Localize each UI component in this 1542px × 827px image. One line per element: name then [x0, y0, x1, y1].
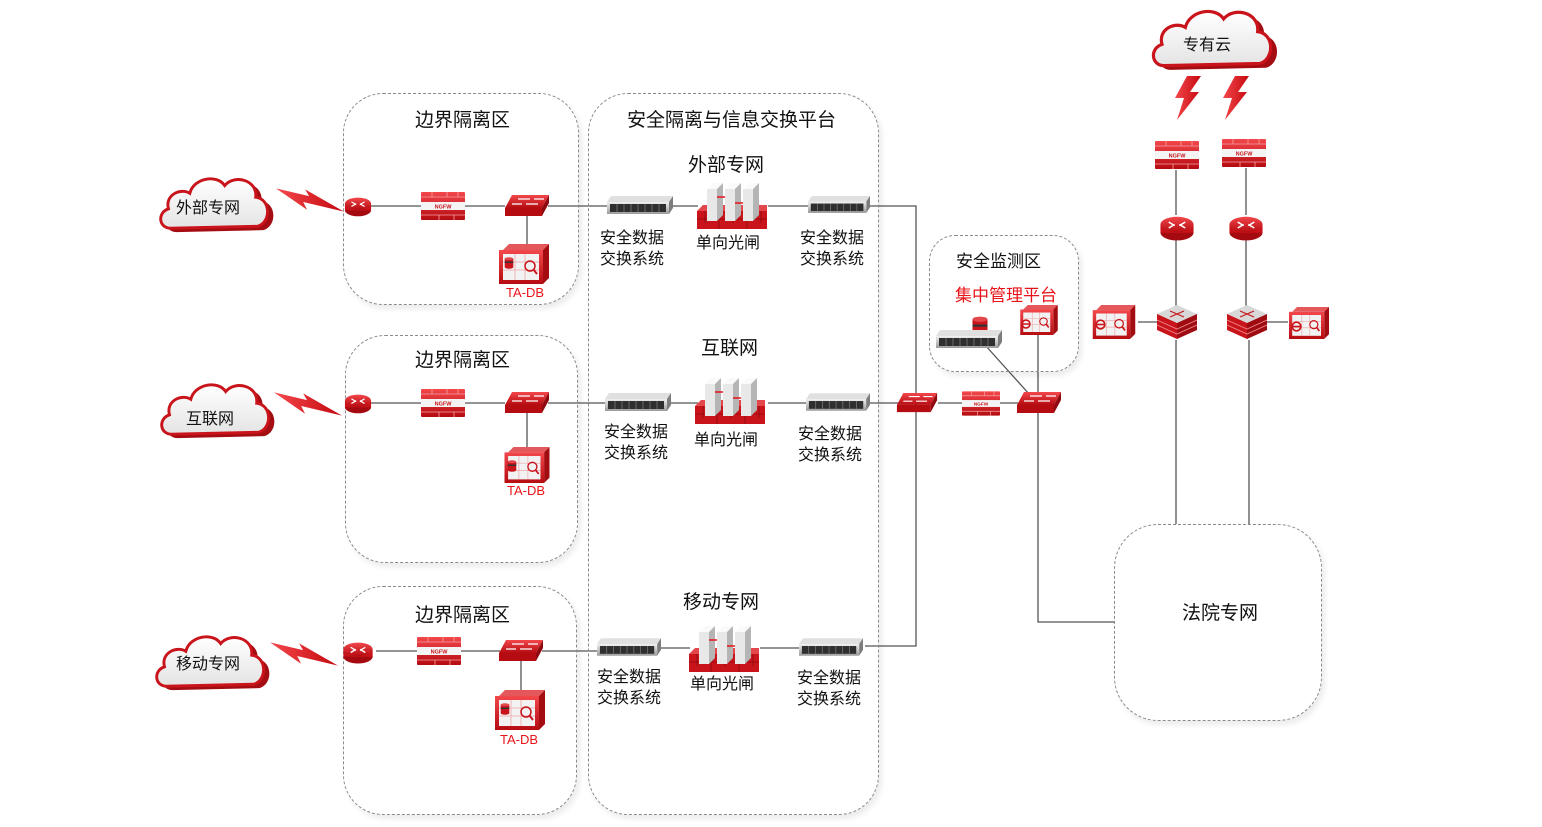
exchange-system-label: 安全数据 交换系统 [798, 423, 862, 465]
server-icon [808, 196, 870, 213]
cloud-label-mobile: 移动专网 [176, 654, 241, 673]
exchange-system-label: 安全数据 交换系统 [600, 227, 664, 269]
server-icon [607, 196, 673, 214]
monitor-zone [929, 235, 1079, 372]
lightning-icon [1221, 76, 1251, 120]
core-switch-icon [1227, 304, 1267, 340]
optical-gate-icon [697, 183, 767, 229]
switch-icon [1016, 391, 1062, 415]
audit-appliance-icon [501, 447, 553, 483]
label-line: 交换系统 [798, 445, 863, 464]
label-line: 安全数据 [800, 228, 865, 247]
switch-icon [896, 391, 938, 415]
platform-row-2-title: 互联网 [701, 337, 759, 359]
label-line: 安全数据 [597, 667, 662, 686]
firewall-icon [962, 391, 1000, 416]
lightning-icon [276, 186, 344, 216]
label-line: 安全数据 [604, 422, 669, 441]
audit-appliance-icon [1090, 305, 1138, 339]
ta-db-label-2: TA-DB [507, 483, 546, 498]
boundary-zone-3-title: 边界隔离区 [415, 604, 511, 626]
exchange-platform-zone [588, 93, 879, 815]
server-icon [806, 393, 870, 411]
optical-gate-icon [689, 626, 759, 672]
router-icon [344, 393, 372, 414]
label-line: 交换系统 [800, 249, 865, 268]
label-line: 交换系统 [597, 688, 662, 707]
exchange-system-label: 安全数据 交换系统 [800, 227, 864, 269]
exchange-system-label: 安全数据 交换系统 [597, 666, 661, 708]
boundary-zone-1-title: 边界隔离区 [415, 109, 511, 131]
central-management-label: 集中管理平台 [955, 286, 1057, 306]
audit-appliance-icon [494, 690, 546, 730]
audit-appliance-icon [1286, 307, 1332, 339]
firewall-icon [421, 192, 465, 220]
monitor-zone-title: 安全监测区 [956, 252, 1041, 272]
cloud-label-private: 专有云 [1183, 35, 1232, 54]
audit-appliance-icon [498, 244, 550, 284]
label-line: 交换系统 [604, 443, 669, 462]
router-icon [344, 196, 372, 217]
label-line: 安全数据 [798, 424, 863, 443]
label-line: 交换系统 [600, 249, 665, 268]
lightning-icon [1173, 76, 1203, 120]
boundary-zone-1 [343, 93, 579, 305]
boundary-zone-3 [343, 586, 577, 815]
firewall-icon [417, 637, 461, 665]
router-icon [1227, 215, 1265, 241]
ta-db-label-3: TA-DB [500, 732, 539, 747]
boundary-zone-2 [345, 335, 578, 563]
label-line: 安全数据 [600, 228, 665, 247]
firewall-icon [1155, 140, 1199, 170]
switch-icon [498, 639, 544, 663]
server-icon [605, 393, 671, 411]
exchange-platform-title: 安全隔离与信息交换平台 [627, 109, 837, 131]
optical-gate-label: 单向光闸 [696, 233, 761, 252]
router-icon [1158, 215, 1196, 241]
platform-row-1-title: 外部专网 [688, 154, 765, 176]
label-line: 安全数据 [797, 668, 862, 687]
optical-gate-label: 单向光闸 [694, 430, 759, 449]
firewall-icon [1222, 138, 1266, 168]
platform-row-3-title: 移动专网 [683, 591, 760, 613]
cloud-label-internet: 互联网 [186, 409, 235, 428]
core-switch-icon [1157, 304, 1197, 340]
court-network-zone [1114, 524, 1322, 721]
optical-gate-icon [695, 378, 765, 424]
court-network-title: 法院专网 [1182, 602, 1259, 624]
audit-appliance-icon [1016, 305, 1062, 335]
server-icon [799, 638, 863, 656]
lightning-icon [274, 390, 342, 420]
exchange-system-label: 安全数据 交换系统 [797, 667, 861, 709]
switch-icon [504, 391, 550, 415]
firewall-icon [421, 389, 465, 417]
boundary-zone-2-title: 边界隔离区 [415, 349, 511, 371]
switch-icon [504, 194, 550, 218]
server-icon [936, 330, 1002, 348]
label-line: 交换系统 [797, 689, 862, 708]
lightning-icon [270, 640, 338, 670]
router-icon [340, 641, 376, 664]
cloud-label-external: 外部专网 [176, 198, 241, 217]
ta-db-label-1: TA-DB [506, 285, 545, 300]
exchange-system-label: 安全数据 交换系统 [604, 421, 668, 463]
optical-gate-label: 单向光闸 [690, 674, 755, 693]
server-icon [597, 638, 661, 656]
